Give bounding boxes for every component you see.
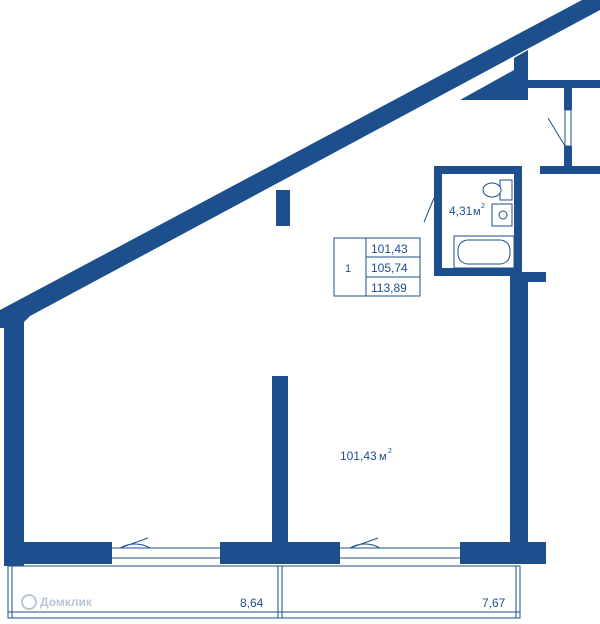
balcony-left-area: 8,64 xyxy=(240,596,264,610)
bathroom-door xyxy=(423,197,435,223)
area-with-balcony: 113,89 xyxy=(371,281,407,295)
wall-stub xyxy=(276,190,290,226)
balcony-door-right xyxy=(340,537,460,559)
balcony-door-left xyxy=(112,537,220,559)
corridor-door xyxy=(547,109,572,147)
area-legend: 1 101,43 105,74 113,89 xyxy=(333,237,421,297)
toilet-fixture xyxy=(482,179,513,201)
main-room-area-label: 101,43 м 2 xyxy=(340,448,392,463)
corridor-wall-vertical-low xyxy=(564,146,572,168)
bottom-wall-middle xyxy=(220,542,340,564)
room-number: 1 xyxy=(345,263,351,275)
area-total: 105,74 xyxy=(371,261,408,275)
bath-power: 2 xyxy=(481,203,485,210)
main-room-power: 2 xyxy=(388,448,392,455)
corridor-wall-vertical xyxy=(564,88,572,110)
area-living: 101,43 xyxy=(371,242,408,256)
diagonal-exterior-wall xyxy=(0,0,600,328)
left-exterior-wall xyxy=(4,310,24,566)
sink-fixture xyxy=(491,203,513,227)
bathroom-wall-bottom xyxy=(434,268,522,276)
bathtub-fixture xyxy=(453,235,515,269)
upper-right-structure xyxy=(460,50,528,100)
watermark-text: Домклик xyxy=(40,595,93,609)
bath-area: 4,31 xyxy=(449,204,473,218)
bottom-wall-right xyxy=(460,542,546,564)
bath-area-label: 4,31 м 2 xyxy=(449,203,485,218)
bottom-wall-left xyxy=(4,542,112,564)
bath-unit: м xyxy=(473,206,481,218)
main-room-area: 101,43 xyxy=(340,449,377,463)
bathroom-wall-top xyxy=(434,166,520,174)
window-diagonal xyxy=(129,211,195,253)
bathroom-wall-right xyxy=(514,166,522,274)
balcony-outline xyxy=(7,565,521,619)
main-room-unit: м xyxy=(379,451,387,463)
bathroom-wall-left xyxy=(434,166,442,274)
balcony-right-area: 7,67 xyxy=(482,596,506,610)
interior-partition xyxy=(272,376,288,546)
corridor-wall-top xyxy=(514,80,600,88)
right-wall-cap xyxy=(510,272,546,282)
watermark: Домклик xyxy=(21,594,93,610)
corridor-wall-bottom xyxy=(540,166,600,174)
right-exterior-wall xyxy=(510,276,528,546)
